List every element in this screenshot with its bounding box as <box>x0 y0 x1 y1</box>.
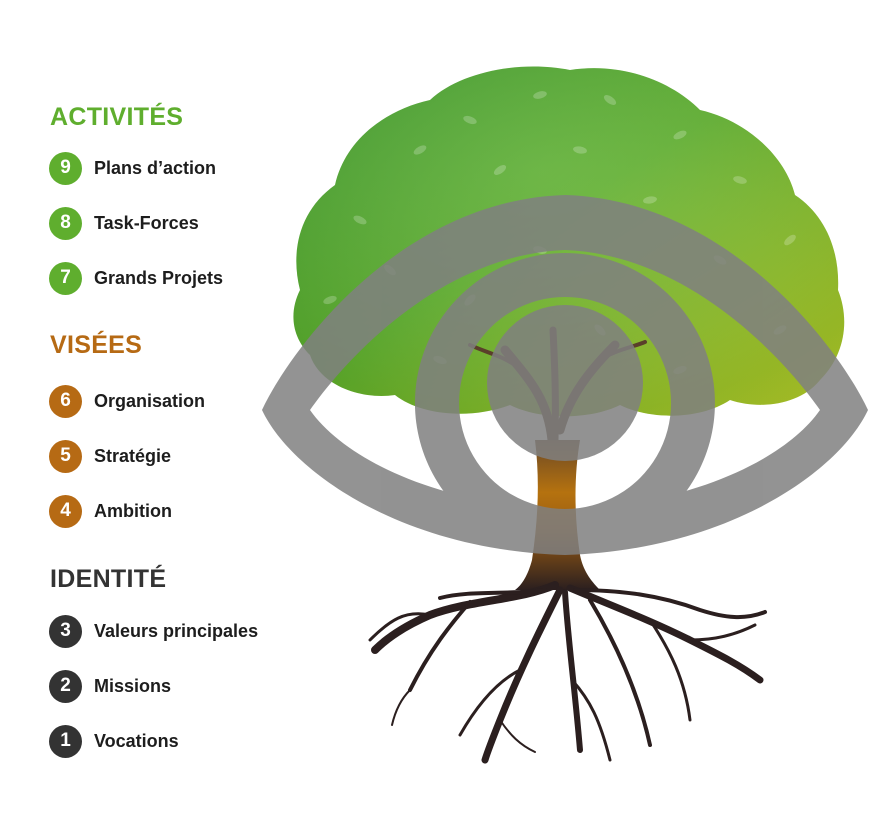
number-badge: 3 <box>49 614 82 648</box>
tree-roots <box>368 581 767 764</box>
section-title-identite: IDENTITÉ <box>50 565 167 593</box>
legend-item-plans-action: 9 Plans d’action <box>49 151 216 185</box>
legend-item-label: Organisation <box>94 390 206 411</box>
number-badge: 2 <box>49 669 82 703</box>
legend-item-organisation: 6 Organisation <box>49 384 205 418</box>
tree-eye-icon <box>262 66 868 764</box>
legend-item-label: Plans d’action <box>94 157 217 178</box>
number-badge: 4 <box>49 494 82 528</box>
eye-overlay <box>262 195 868 555</box>
legend-item-label: Vocations <box>94 730 179 751</box>
legend-item-valeurs-principales: 3 Valeurs principales <box>49 614 258 648</box>
legend-item-grands-projets: 7 Grands Projets <box>49 261 223 295</box>
number-badge: 8 <box>49 206 82 240</box>
legend-item-label: Ambition <box>94 500 172 521</box>
legend-item-strategie: 5 Stratégie <box>49 439 171 473</box>
legend: ACTIVITÉS 9 Plans d’action 8 Task-Forces… <box>0 0 320 816</box>
legend-item-task-forces: 8 Task-Forces <box>49 206 199 240</box>
legend-item-ambition: 4 Ambition <box>49 494 172 528</box>
number-badge: 9 <box>49 151 82 185</box>
section-title-activites: ACTIVITÉS <box>50 103 184 131</box>
number-badge: 1 <box>49 724 82 758</box>
legend-item-label: Stratégie <box>94 445 172 466</box>
legend-item-missions: 2 Missions <box>49 669 171 703</box>
number-badge: 6 <box>49 384 82 418</box>
legend-item-label: Grands Projets <box>94 267 224 288</box>
legend-item-label: Task-Forces <box>94 212 199 233</box>
section-title-visees: VISÉES <box>50 331 143 359</box>
number-badge: 7 <box>49 261 82 295</box>
legend-item-label: Valeurs principales <box>94 620 259 641</box>
legend-item-vocations: 1 Vocations <box>49 724 179 758</box>
legend-item-label: Missions <box>94 675 172 696</box>
number-badge: 5 <box>49 439 82 473</box>
